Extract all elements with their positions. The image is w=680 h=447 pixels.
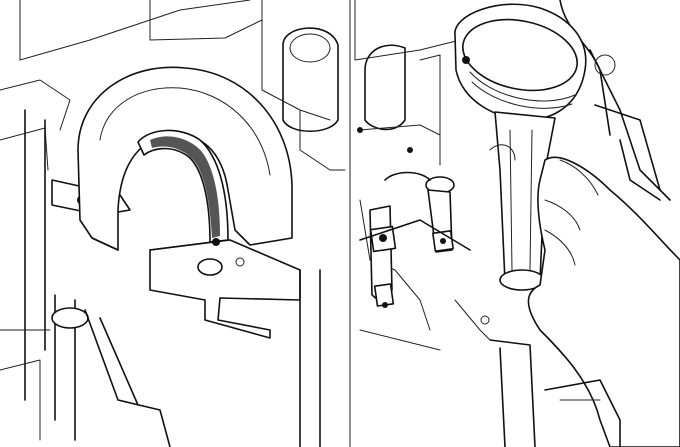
crank-arm bbox=[359, 171, 471, 251]
engine-block-left-outline bbox=[0, 0, 346, 441]
block-lower-left bbox=[0, 269, 321, 447]
hand-icon bbox=[489, 144, 680, 447]
right-flange-hole bbox=[197, 258, 223, 276]
block-lower-right bbox=[454, 299, 621, 447]
guide-bolt-left-icon bbox=[369, 205, 397, 308]
connecting-rod-icon bbox=[494, 111, 556, 291]
right-panel bbox=[354, 0, 680, 447]
shell-locating-tang bbox=[212, 238, 220, 246]
piston-marker-dot bbox=[462, 56, 470, 64]
bearing-cap-icon bbox=[77, 66, 293, 251]
bearing-shell-icon bbox=[137, 129, 229, 246]
engine-block-right-outline bbox=[354, 0, 671, 351]
piston-icon bbox=[454, 3, 587, 121]
guide-bolt-right-icon bbox=[425, 176, 455, 253]
left-panel bbox=[0, 0, 346, 447]
